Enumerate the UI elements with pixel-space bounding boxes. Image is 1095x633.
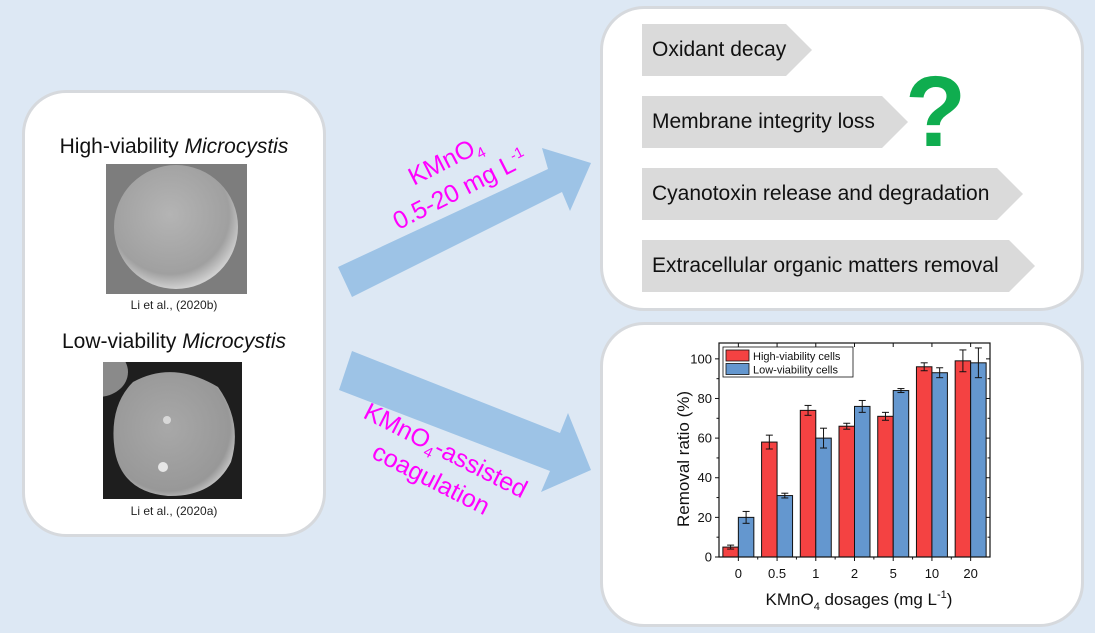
bar-high-5 — [877, 415, 894, 558]
y-tick-label: 100 — [690, 351, 712, 366]
bar-high-20 — [954, 360, 972, 558]
y-tick-label: 80 — [698, 391, 712, 406]
bar-low-5 — [892, 390, 910, 558]
y-tick-label: 60 — [698, 431, 712, 446]
bar-high-10 — [915, 366, 933, 558]
tag-membrane-integrity-loss: Membrane integrity loss — [642, 96, 908, 148]
bar-low-0.5 — [776, 495, 794, 558]
citation-high: Li et al., (2020b) — [130, 298, 218, 312]
bar-high-0.5 — [761, 441, 778, 558]
xlabel-sub: 4 — [814, 601, 820, 613]
x-tick-label: 5 — [890, 566, 897, 581]
tag-eom-removal: Extracellular organic matters removal — [642, 240, 1035, 292]
bar-low-2 — [854, 405, 871, 558]
x-tick-label: 0 — [735, 566, 742, 581]
cell-shape — [113, 372, 235, 497]
legend-label-low: Low-viability cells — [753, 365, 838, 377]
y-tick-label: 20 — [698, 510, 712, 525]
sem-image-high-viability — [106, 164, 247, 294]
y-axis-label: Removal ratio (%) — [674, 391, 693, 527]
bar-high-2 — [838, 425, 855, 558]
high-viability-title: High-viability Microcystis — [25, 135, 323, 159]
y-tick-label: 40 — [698, 470, 712, 485]
legend-swatch-high — [725, 349, 750, 362]
lower-arrow — [339, 351, 591, 492]
question-mark-icon: ? — [905, 56, 967, 168]
xlabel-sup: -1 — [937, 589, 947, 601]
genus-name: Microcystis — [182, 330, 287, 353]
bar-low-20 — [970, 362, 987, 558]
x-tick-label: 10 — [925, 566, 939, 581]
bar-low-1 — [815, 437, 832, 558]
bar-high-1 — [799, 409, 817, 558]
upper-arrow — [338, 148, 591, 297]
cell-sphere — [114, 165, 238, 289]
genus-name: Microcystis — [184, 135, 289, 158]
plot-frame — [718, 342, 991, 558]
legend-swatch-low — [725, 363, 750, 375]
xlabel-rest: dosages (mg L — [820, 590, 937, 609]
low-viability-label: Low-viability — [61, 330, 183, 353]
x-tick-label: 20 — [963, 566, 977, 581]
removal-ratio-chart: 0 0.5 1 2 5 10 20 0 20 40 60 80 100 High-viability c… — [674, 342, 991, 613]
bar-low-10 — [931, 372, 948, 558]
legend-label-high: High-viability cells — [753, 351, 841, 363]
xlabel-end: ) — [947, 590, 953, 609]
y-tick-label: 0 — [705, 550, 712, 565]
sem-image-low-viability — [103, 362, 242, 499]
tag-cyanotoxin-release: Cyanotoxin release and degradation — [642, 168, 1023, 220]
x-tick-label: 2 — [851, 566, 858, 581]
x-tick-label: 0.5 — [768, 566, 786, 581]
cell-viability-panel: High-viability Microcystis Li et al., (2… — [22, 90, 326, 537]
citation-low: Li et al., (2020a) — [130, 504, 218, 518]
x-tick-label: 1 — [812, 566, 819, 581]
x-axis-label: KMnO4 dosages (mg L-1) — [766, 589, 953, 613]
tag-oxidant-decay: Oxidant decay — [642, 24, 812, 76]
xlabel-main: KMnO — [766, 590, 814, 609]
high-viability-label: High-viability — [59, 135, 185, 158]
low-viability-title: Low-viability Microcystis — [25, 330, 323, 354]
